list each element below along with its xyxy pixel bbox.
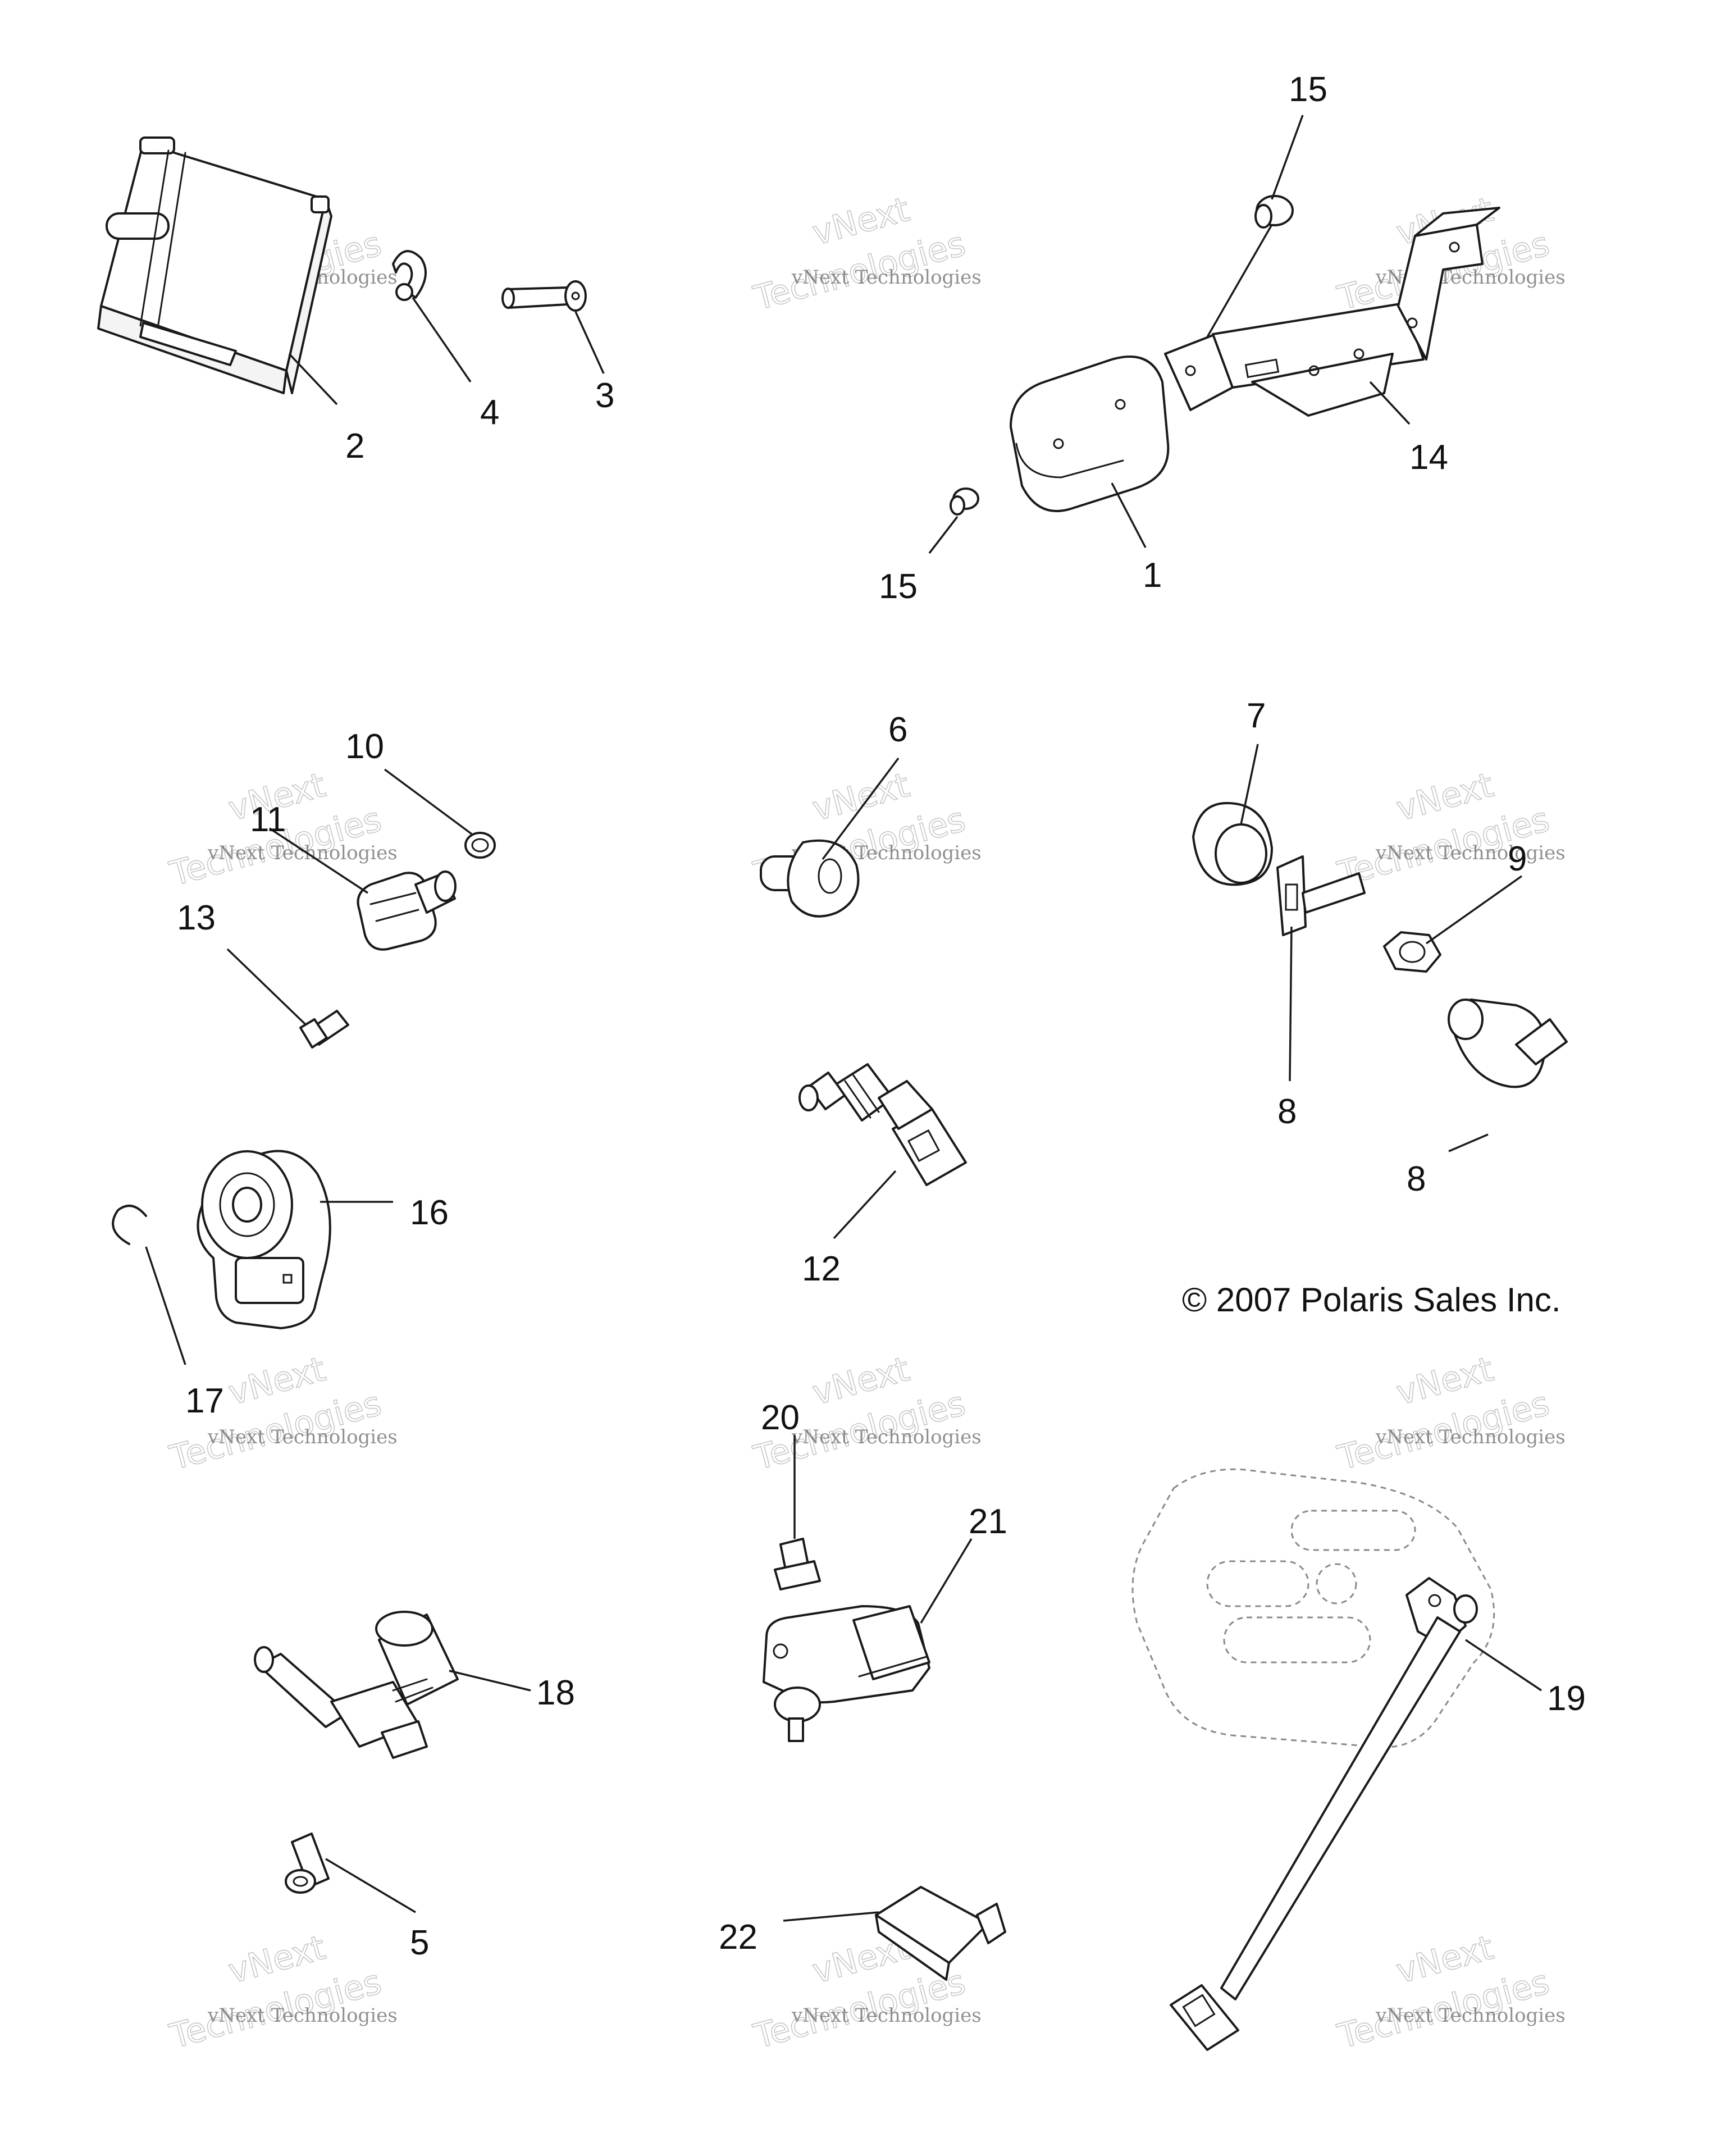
part-11-sensor [357,870,457,951]
callout-3: 3 [595,376,614,415]
callout-18: 18 [536,1674,575,1712]
callout-17: 17 [185,1382,224,1420]
watermark: vNext Technologies vNext Technologies [749,189,982,319]
part-8-clip [1276,855,1366,936]
watermark-caption: vNext Technologies [1375,1426,1566,1448]
part-5-pin [285,1833,330,1894]
watermark: vNext Technologies vNext Technologies [1333,1349,1566,1479]
callout-9: 9 [1508,840,1527,878]
part-6-sensor [760,839,860,918]
part-3-pin [501,280,587,312]
callout-19: 19 [1547,1679,1586,1718]
part-19-engine-ghost [1131,1468,1495,1748]
callout-1: 1 [1143,556,1162,595]
part-9-nut [1383,931,1441,973]
part-19-sensor [1170,1577,1478,2051]
callout-10: 10 [345,727,384,766]
part-1-cover [1010,355,1170,512]
callout-16: 16 [410,1193,449,1232]
callout-15-top: 15 [1289,70,1327,109]
part-8-switch [1448,999,1568,1088]
watermark-caption: vNext Technologies [1375,2004,1566,2027]
part-17-e-clip [112,1205,147,1245]
callout-4: 4 [480,393,499,432]
callout-12: 12 [802,1250,841,1288]
callout-6: 6 [888,710,907,749]
watermark-caption: vNext Technologies [791,1426,982,1448]
part-4-clamp [392,250,427,301]
part-21-map-sensor [763,1605,930,1742]
part-14-bracket [1164,207,1500,417]
callout-20: 20 [761,1398,800,1437]
part-2-ecu-module [97,136,332,394]
callout-2: 2 [345,427,364,466]
watermark: vNext Technologies vNext Technologies [165,1927,398,2057]
part-15-rivet-bottom [950,487,979,516]
leader-lines [145,115,1542,1922]
part-16-knock-sensor [197,1150,331,1329]
watermark-caption: vNext Technologies [1375,842,1566,864]
part-12-temp-sensor [798,1063,967,1186]
part-13-bolt [299,1010,349,1049]
watermark-caption: vNext Technologies [791,2004,982,2027]
callout-21: 21 [969,1502,1007,1541]
callout-13: 13 [177,899,216,937]
part-22-switch [875,1886,1006,1981]
callout-8-switch: 8 [1407,1160,1426,1198]
callout-11: 11 [250,800,286,839]
watermark-caption: vNext Technologies [207,2004,398,2027]
part-18-speed-sensor [254,1611,459,1759]
callout-15-bottom: 15 [879,567,918,606]
watermark: vNext Technologies vNext Technologies [1333,765,1566,895]
watermark-caption: vNext Technologies [791,266,982,289]
part-20-bolt [774,1538,821,1590]
callout-8-clip: 8 [1277,1092,1297,1131]
copyright-notice: © 2007 Polaris Sales Inc. [1182,1281,1561,1319]
callout-7: 7 [1247,696,1266,735]
callout-5: 5 [410,1923,429,1962]
watermark-caption: vNext Technologies [207,1426,398,1448]
callout-labels: 2 4 3 15 14 1 15 10 11 13 6 7 9 8 8 12 1… [177,70,1586,1962]
callout-22: 22 [719,1918,757,1957]
watermark-caption: vNext Technologies [207,842,398,864]
part-10-washer [464,832,496,859]
callout-14: 14 [1409,438,1448,477]
part-15-rivet-top [1254,195,1294,229]
part-7-cap [1192,802,1273,886]
watermark: vNext Technologies vNext Technologies [1333,1927,1566,2057]
